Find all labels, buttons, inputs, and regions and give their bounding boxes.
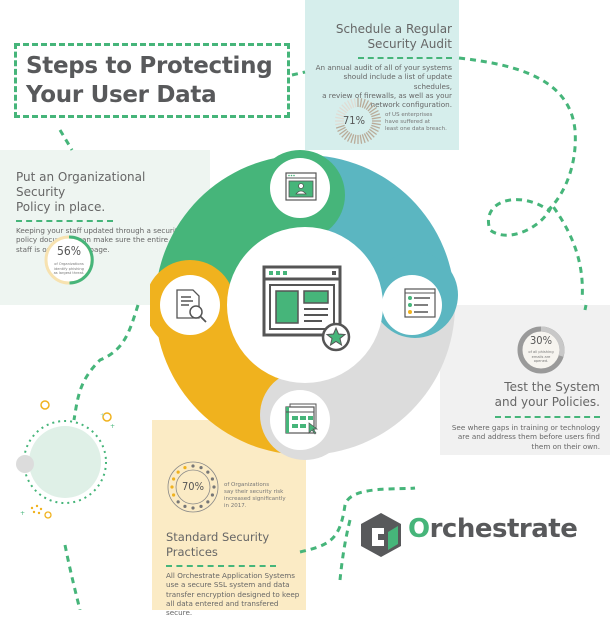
- svg-text:+: +: [20, 510, 25, 517]
- test-stat-caption: of all phishing emails are opened.: [516, 350, 566, 364]
- standard-section: Standard Security Practices All Orchestr…: [166, 530, 306, 617]
- brand-name: Orchestrate: [408, 514, 578, 544]
- test-heading-line-1: Test the System: [504, 380, 600, 394]
- title-line-2: Your User Data: [26, 82, 217, 108]
- caption-line: of Organizations: [54, 262, 84, 266]
- audit-body: An annual audit of all of your systems s…: [310, 63, 452, 109]
- audit-body-line: should include a list of update schedule…: [343, 72, 453, 91]
- caption-line: emails are: [531, 354, 551, 359]
- caption-line: identify phishing: [54, 266, 84, 271]
- standard-body-line: transfer encryption designed to keep: [166, 589, 300, 599]
- title-box: Steps to Protecting Your User Data: [14, 43, 290, 118]
- audit-body-line: network configuration.: [370, 100, 452, 110]
- audit-panel: [305, 0, 459, 150]
- policy-stat-caption: of Organizations identify phishing as la…: [43, 262, 95, 276]
- caption-line: of all phishing: [528, 350, 554, 354]
- caption-line: of Organizations: [224, 482, 270, 488]
- audit-divider: [358, 57, 452, 59]
- checklist-window-icon: [404, 288, 436, 318]
- policy-heading: Put an Organizational Security Policy in…: [16, 170, 196, 215]
- standard-body-line: all data entered and transfered secure.: [166, 598, 279, 617]
- audit-heading-line-2: Security Audit: [367, 37, 452, 51]
- standard-heading: Standard Security Practices: [166, 530, 270, 559]
- test-section: Test the System and your Policies. See w…: [450, 380, 600, 451]
- test-stat-value: 30%: [530, 334, 552, 347]
- standard-stat-caption: of Organizations say their security risk…: [224, 482, 304, 510]
- test-heading-line-2: and your Policies.: [494, 395, 600, 409]
- caption-line: have suffered at: [385, 119, 431, 125]
- brand-rest: rchestrate: [429, 514, 578, 544]
- caption-line: increased significantly: [224, 496, 286, 502]
- caption-line: of US enterprises: [385, 112, 433, 118]
- caption-line: say their security risk: [224, 489, 284, 495]
- policy-divider: [16, 220, 113, 222]
- standard-body-line: use a secure SSL system and data: [166, 580, 290, 590]
- standard-stat-value: 70%: [182, 480, 204, 493]
- audit-stat-caption: of US enterprises have suffered at least…: [385, 112, 455, 133]
- user-profile-window-icon: [285, 172, 317, 201]
- orchestrate-logo-icon: [361, 513, 401, 557]
- page-title: Steps to Protecting Your User Data: [26, 52, 273, 110]
- audit-body-line: a review of firewalls, as well as your: [322, 90, 452, 100]
- standard-body: All Orchestrate Application Systems use …: [166, 571, 306, 617]
- title-line-1: Steps to Protecting: [26, 53, 273, 79]
- audit-stat-value: 71%: [343, 114, 365, 127]
- caption-line: least one data breach.: [385, 126, 447, 132]
- caption-line: in 2017.: [224, 503, 247, 509]
- policy-heading-line-2: Policy in place.: [16, 200, 106, 214]
- grid-window-cursor-icon: [285, 403, 319, 435]
- svg-text:+: +: [110, 423, 115, 430]
- standard-body-line: All Orchestrate Application Systems: [166, 571, 296, 580]
- policy-stat-value: 56%: [57, 244, 81, 258]
- test-heading: Test the System and your Policies.: [450, 380, 600, 410]
- audit-heading: Schedule a Regular Security Audit: [310, 22, 452, 52]
- decorative-circle: + + +: [16, 400, 115, 519]
- document-search-icon: [176, 289, 207, 323]
- standard-stat-dots: [167, 461, 219, 513]
- browser-window-star-icon: [262, 265, 351, 352]
- standard-divider: [166, 565, 276, 567]
- test-panel: [440, 305, 610, 455]
- audit-body-line: An annual audit of all of your systems: [315, 63, 452, 72]
- audit-section: Schedule a Regular Security Audit An ann…: [310, 22, 452, 109]
- svg-text:+: +: [100, 412, 105, 419]
- caption-line: opened.: [533, 359, 549, 363]
- policy-body-line: Keeping your staff updated through a sec…: [16, 226, 182, 235]
- test-body-line: See where gaps in training or technology: [451, 423, 600, 432]
- policy-stat-ring: [44, 235, 94, 285]
- policy-heading-line-1: Put an Organizational Security: [16, 170, 146, 199]
- policy-body-line: policy document can make sure the entire: [16, 235, 169, 245]
- audit-heading-line-1: Schedule a Regular: [335, 22, 452, 36]
- test-divider: [495, 416, 600, 418]
- audit-stat-gauge: [335, 98, 381, 144]
- test-body-line: are and address them before users find: [457, 432, 600, 442]
- caption-line: as largest threat.: [53, 271, 85, 275]
- brand-first-letter: O: [408, 514, 430, 544]
- test-body-line: them on their own.: [531, 441, 600, 451]
- test-body: See where gaps in training or technology…: [450, 423, 600, 451]
- test-stat-ring: [517, 326, 565, 374]
